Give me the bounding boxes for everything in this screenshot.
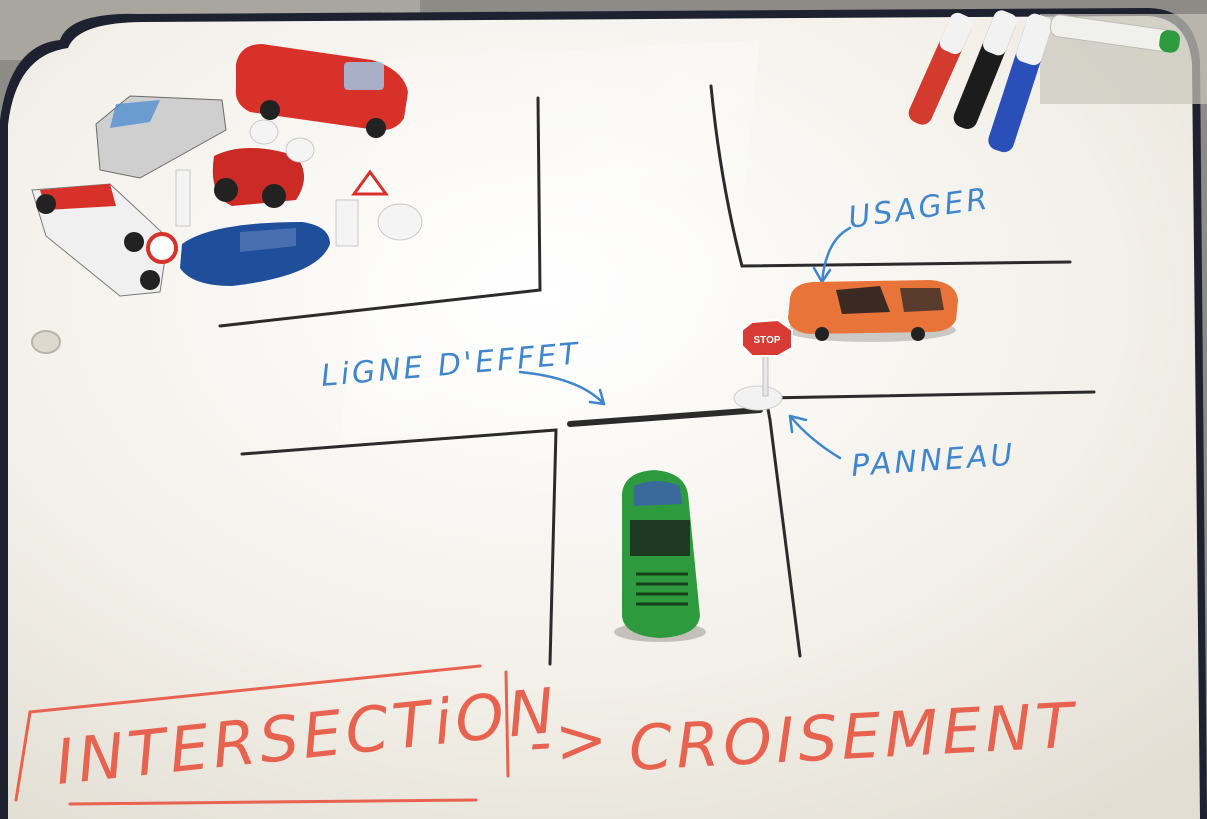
black-marker xyxy=(953,10,1017,129)
green-car xyxy=(614,470,706,642)
warning-sign xyxy=(351,169,389,196)
road-line-top-right xyxy=(709,84,1072,268)
arrow-usager xyxy=(820,226,852,284)
markers xyxy=(908,10,1207,153)
round-sign xyxy=(146,232,178,264)
stop-sign-octagon xyxy=(741,318,793,357)
toy-pile xyxy=(31,44,423,297)
orange-car xyxy=(784,280,958,342)
label-arrow: -> xyxy=(527,702,613,779)
title-right-bar xyxy=(504,670,510,778)
stop-line xyxy=(567,407,763,427)
title-top-line xyxy=(28,664,482,714)
title-underline xyxy=(68,798,478,806)
arrow-ligne-effet xyxy=(518,370,606,406)
arrow-ligne-effet-head xyxy=(588,388,606,406)
road-line-top-left xyxy=(218,96,542,328)
blue-arrows xyxy=(518,226,852,460)
arrow-usager-head xyxy=(812,266,832,284)
light-glare xyxy=(340,40,760,440)
stop-sign-text: STOP xyxy=(753,335,780,346)
arrow-panneau-head xyxy=(788,414,808,434)
white-sign-stands xyxy=(175,119,423,247)
road-line-bottom-left xyxy=(240,428,558,666)
arrow-panneau xyxy=(788,414,842,460)
white-marker xyxy=(1049,14,1181,53)
road-lines xyxy=(218,84,1096,666)
red-marker xyxy=(908,12,973,125)
stop-sign: STOP xyxy=(733,318,793,411)
title-underlines xyxy=(14,664,510,806)
board-magnet xyxy=(31,330,61,354)
blue-marker xyxy=(988,13,1053,153)
title-left-bar xyxy=(14,710,32,802)
